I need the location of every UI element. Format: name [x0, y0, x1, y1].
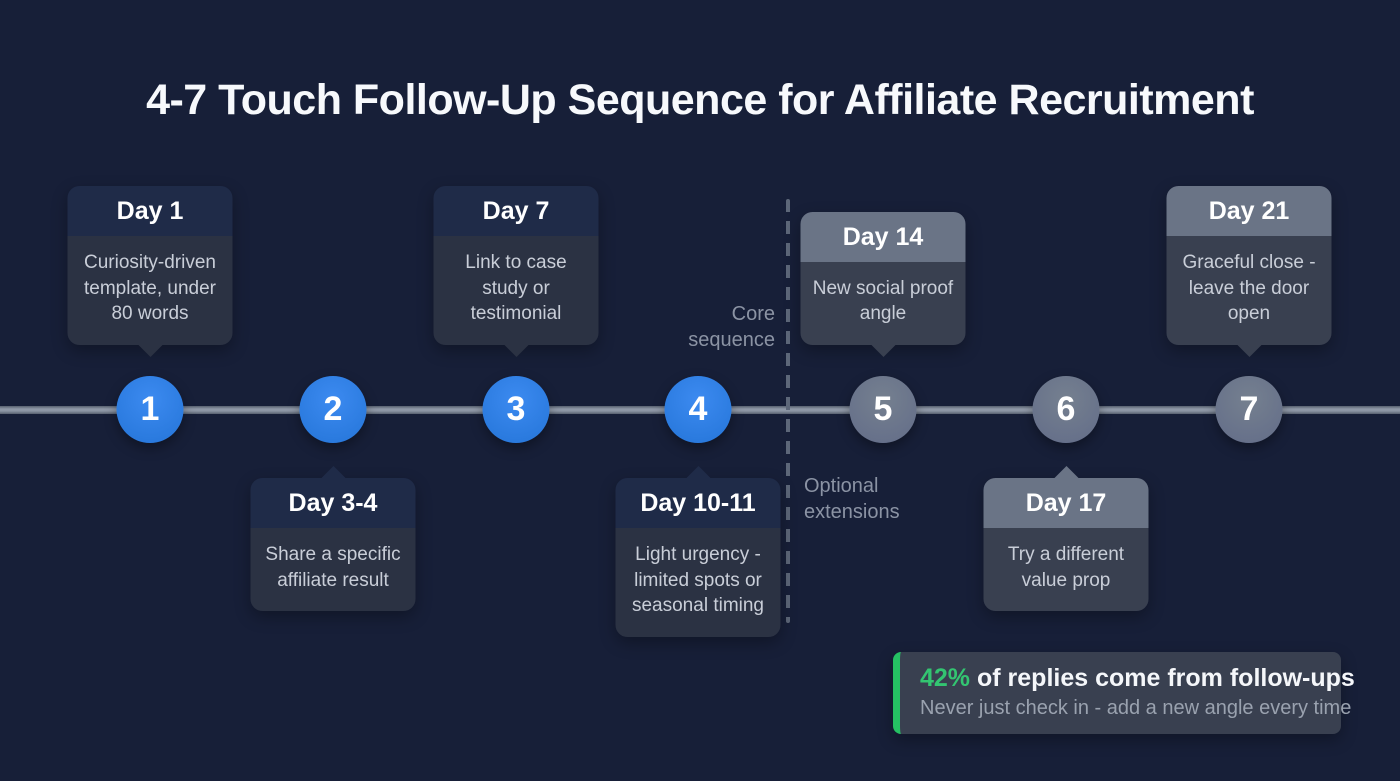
- optional-extensions-label: Optional extensions: [804, 475, 900, 523]
- touch-card-day-10-11: Day 10-11 Light urgency - limited spots …: [615, 466, 781, 637]
- touch-card-day-3-4: Day 3-4 Share a specific affiliate resul…: [250, 466, 416, 612]
- callout-headline: 42% of replies come from follow-ups: [920, 664, 1355, 693]
- phase-divider-dashed-line: [786, 199, 790, 623]
- card-day-label: Day 10-11: [615, 478, 781, 528]
- card-pointer-down: [137, 344, 163, 357]
- card-day-label: Day 3-4: [250, 478, 416, 528]
- card-pointer-up: [685, 466, 711, 479]
- timeline-node-4: 4: [664, 376, 732, 443]
- timeline-node-7: 7: [1215, 376, 1283, 443]
- card-pointer-down: [870, 344, 896, 357]
- card-day-label: Day 1: [67, 186, 233, 237]
- touch-card-day-14: Day 14 New social proof angle: [800, 211, 966, 357]
- touch-card-day-17: Day 17 Try a different value prop: [983, 466, 1149, 612]
- timeline-node-3: 3: [482, 376, 550, 443]
- card-day-label: Day 14: [800, 211, 966, 262]
- core-sequence-label: Core sequence: [688, 303, 775, 351]
- card-pointer-up: [1053, 466, 1079, 479]
- card-description: Light urgency - limited spots or seasona…: [615, 528, 781, 637]
- card-pointer-down: [1236, 344, 1262, 357]
- card-day-label: Day 7: [433, 186, 599, 237]
- node-number: 4: [688, 390, 708, 428]
- timeline-node-2: 2: [299, 376, 367, 443]
- timeline-node-5: 5: [849, 376, 917, 443]
- timeline-node-6: 6: [1032, 376, 1100, 443]
- card-description: Share a specific affiliate result: [250, 528, 416, 612]
- callout-subtext: Never just check in - add a new angle ev…: [920, 697, 1352, 719]
- touch-card-day-7: Day 7 Link to case study or testimonial: [433, 186, 599, 357]
- node-number: 5: [873, 390, 893, 428]
- callout-stat-value: 42%: [920, 664, 971, 692]
- card-description: New social proof angle: [800, 261, 966, 345]
- card-description: Curiosity-driven template, under 80 word…: [67, 236, 233, 345]
- touch-card-day-1: Day 1 Curiosity-driven template, under 8…: [67, 186, 233, 357]
- card-day-label: Day 21: [1166, 186, 1332, 237]
- touch-card-day-21: Day 21 Graceful close - leave the door o…: [1166, 186, 1332, 357]
- node-number: 6: [1056, 390, 1076, 428]
- node-number: 3: [506, 390, 526, 428]
- card-description: Link to case study or testimonial: [433, 236, 599, 345]
- node-number: 7: [1239, 390, 1259, 428]
- node-number: 1: [140, 390, 160, 428]
- callout-headline-text: of replies come from follow-ups: [977, 664, 1355, 692]
- timeline-node-1: 1: [116, 376, 184, 443]
- card-pointer-down: [503, 344, 529, 357]
- card-description: Try a different value prop: [983, 528, 1149, 612]
- card-day-label: Day 17: [983, 478, 1149, 528]
- node-number: 2: [323, 390, 343, 428]
- stat-callout: 42% of replies come from follow-ups Neve…: [893, 652, 1355, 734]
- page-title: 4-7 Touch Follow-Up Sequence for Affilia…: [146, 76, 1254, 124]
- card-description: Graceful close - leave the door open: [1166, 236, 1332, 345]
- card-pointer-up: [320, 466, 346, 479]
